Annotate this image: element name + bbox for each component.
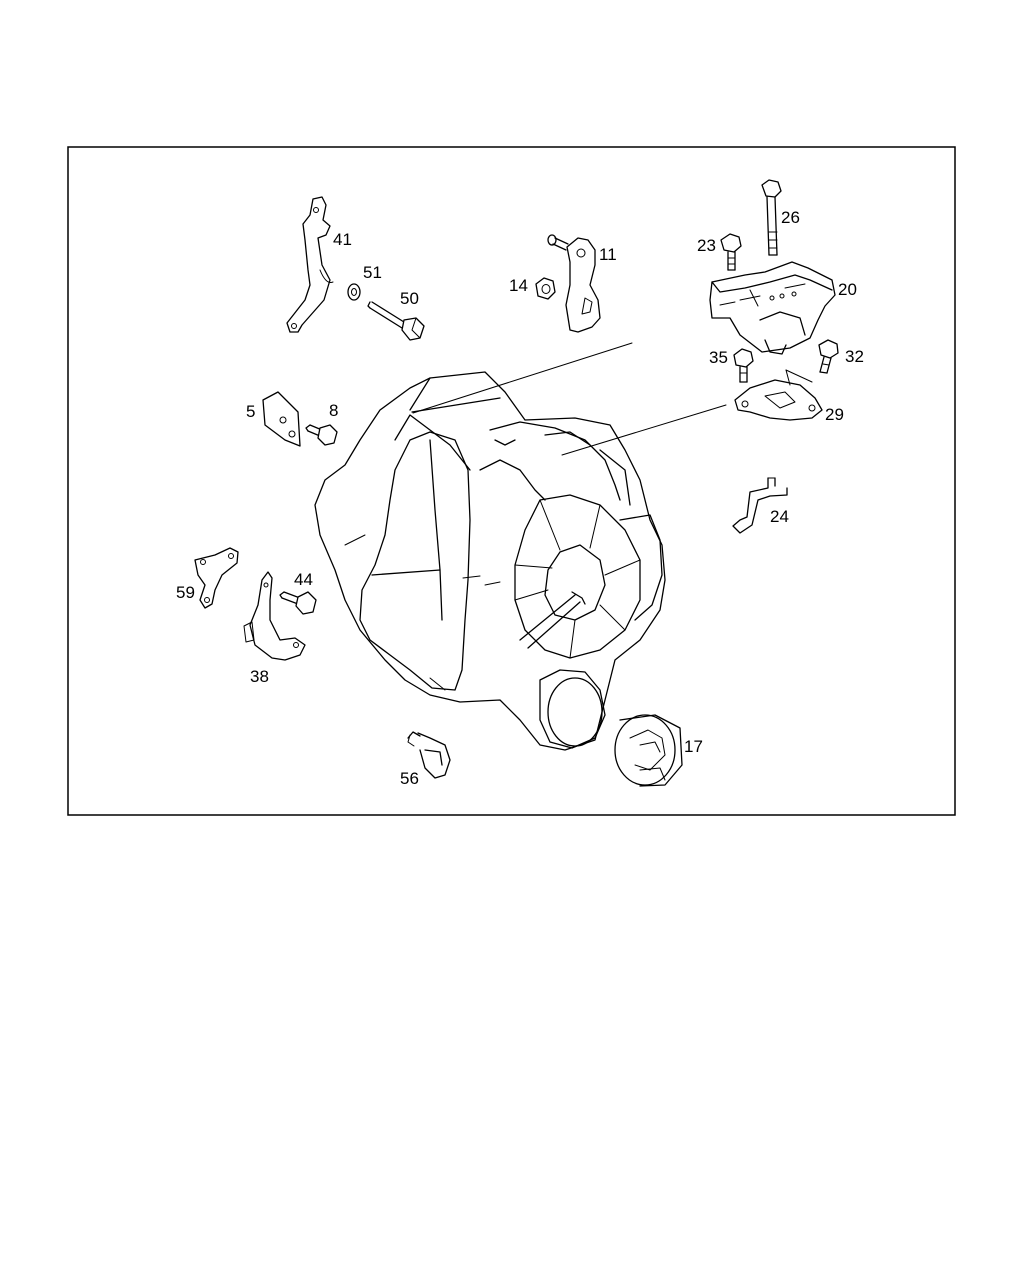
bolt-8 — [305, 424, 338, 446]
mount-bracket-29 — [734, 369, 823, 421]
callout-50: 50 — [400, 289, 419, 308]
callout-24: 24 — [770, 507, 789, 526]
callout-5: 5 — [246, 402, 255, 421]
callout-59: 59 — [176, 583, 195, 602]
callout-44: 44 — [294, 570, 313, 589]
leader-line-11 — [412, 342, 633, 414]
transmission-mount-20 — [709, 261, 836, 355]
bolt-50 — [367, 301, 425, 341]
callout-26: 26 — [781, 208, 800, 227]
callout-51: 51 — [363, 263, 382, 282]
callout-8: 8 — [329, 401, 338, 420]
nut-14 — [535, 277, 556, 300]
leader-line-29 — [561, 404, 727, 456]
callout-41: 41 — [333, 230, 352, 249]
diagram-frame — [67, 146, 956, 816]
bracket-59 — [194, 547, 239, 609]
callout-11: 11 — [599, 245, 617, 264]
bolt-44 — [279, 591, 317, 615]
callout-29: 29 — [825, 405, 844, 424]
callout-32: 32 — [845, 347, 864, 366]
callout-23: 23 — [697, 236, 716, 255]
bolt-32 — [818, 339, 839, 374]
clamp-56 — [407, 731, 451, 779]
callout-14: 14 — [509, 276, 528, 295]
plate-5 — [262, 391, 301, 447]
rubber-mount-17 — [614, 714, 683, 787]
callout-20: 20 — [838, 280, 857, 299]
bolt-35 — [733, 348, 754, 383]
callout-56: 56 — [400, 769, 419, 788]
washer-51 — [347, 283, 361, 301]
callout-38: 38 — [250, 667, 269, 686]
callout-35: 35 — [709, 348, 728, 367]
bolt-23 — [720, 233, 742, 271]
bracket-24 — [732, 477, 788, 534]
bolt-26 — [761, 179, 782, 256]
bracket-11 — [547, 234, 601, 333]
bracket-41 — [286, 196, 334, 333]
transmission-housing — [314, 371, 666, 751]
callout-17: 17 — [684, 737, 703, 756]
bracket-38 — [243, 571, 306, 661]
